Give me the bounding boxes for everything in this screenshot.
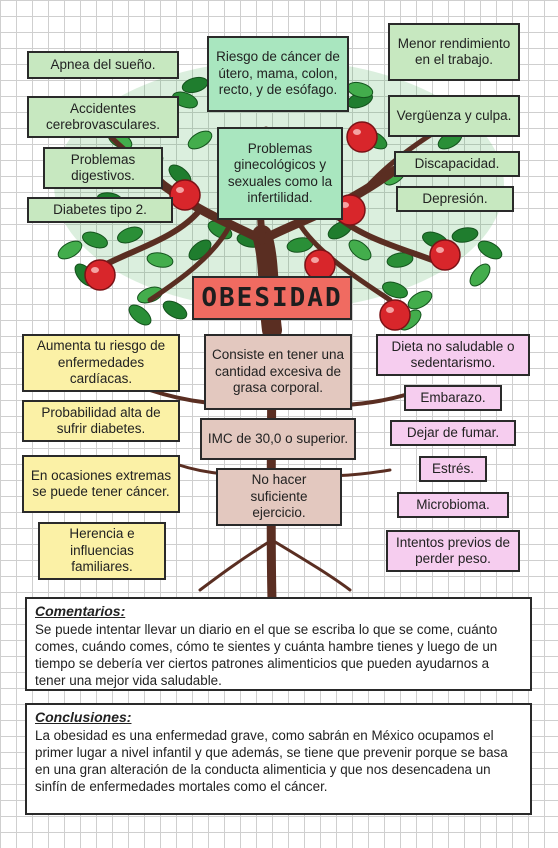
leaf-22: [469, 263, 491, 287]
apple-highlight-3: [436, 247, 444, 253]
conclusions-heading: Conclusiones:: [35, 709, 132, 725]
apple-highlight-1: [353, 129, 361, 135]
definition-1: IMC de 30,0 o superior.: [200, 418, 356, 460]
apple-highlight-6: [311, 257, 319, 263]
leaf-31: [407, 290, 433, 310]
conclusions-panel: Conclusiones: La obesidad es una enferme…: [25, 703, 532, 815]
leaf-10: [146, 252, 174, 268]
consequence-center-1: Problemas ginecológicos y sexuales como …: [217, 127, 343, 220]
leaf-6: [82, 231, 108, 249]
apple-5: [379, 299, 411, 331]
risk-2: En ocasiones extremas se puede tener cán…: [22, 455, 180, 513]
comments-heading: Comentarios:: [35, 603, 126, 619]
definition-2: No hacer suficiente ejercicio.: [216, 468, 342, 526]
consequence-left-1: Accidentes cerebrovasculares.: [27, 96, 179, 138]
consequence-right-0: Menor rendimiento en el trabajo.: [388, 23, 520, 81]
apple-highlight-5: [386, 307, 394, 313]
cause-5: Intentos previos de perder peso.: [386, 530, 520, 572]
apple-3: [429, 239, 461, 271]
cause-1: Embarazo.: [404, 385, 502, 411]
definition-0: Consiste en tener una cantidad excesiva …: [204, 334, 352, 410]
consequence-left-3: Diabetes tipo 2.: [27, 197, 173, 223]
leaf-29: [162, 300, 188, 320]
apple-4: [84, 259, 116, 291]
comments-text: Se puede intentar llevar un diario en el…: [35, 621, 498, 689]
risk-0: Aumenta tu riesgo de enfermedades cardía…: [22, 334, 180, 392]
conclusions-text: La obesidad es una enfermedad grave, com…: [35, 727, 508, 795]
consequence-center-0: Riesgo de cáncer de útero, mama, colon, …: [207, 36, 349, 112]
cause-3: Estrés.: [419, 456, 487, 482]
leaf-30: [382, 281, 408, 299]
consequence-right-3: Depresión.: [396, 186, 514, 212]
consequence-left-0: Apnea del sueño.: [27, 51, 179, 79]
consequence-left-2: Problemas digestivos.: [43, 147, 163, 189]
apple-highlight-4: [91, 267, 99, 273]
leaf-36: [128, 304, 152, 326]
leaf-21: [477, 240, 503, 260]
risk-3: Herencia e influencias familiares.: [38, 522, 166, 580]
consequence-right-1: Vergüenza y culpa.: [388, 95, 520, 137]
leaf-24: [386, 252, 414, 268]
consequence-right-2: Discapacidad.: [394, 151, 520, 177]
apple-highlight-2: [341, 202, 349, 208]
leaf-25: [348, 239, 372, 261]
leaf-9: [117, 226, 143, 244]
cause-4: Microbioma.: [397, 492, 509, 518]
leaf-20: [451, 227, 479, 243]
apple-1: [346, 121, 378, 153]
cause-2: Dejar de fumar.: [390, 420, 516, 446]
leaf-7: [57, 240, 83, 260]
leaf-1: [187, 130, 213, 150]
comments-panel: Comentarios: Se puede intentar llevar un…: [25, 597, 532, 691]
apple-highlight-0: [176, 187, 184, 193]
diagram-title: OBESIDAD: [192, 276, 352, 320]
risk-1: Probabilidad alta de sufrir diabetes.: [22, 400, 180, 442]
cause-0: Dieta no saludable o sedentarismo.: [376, 334, 530, 376]
apple-0: [169, 179, 201, 211]
